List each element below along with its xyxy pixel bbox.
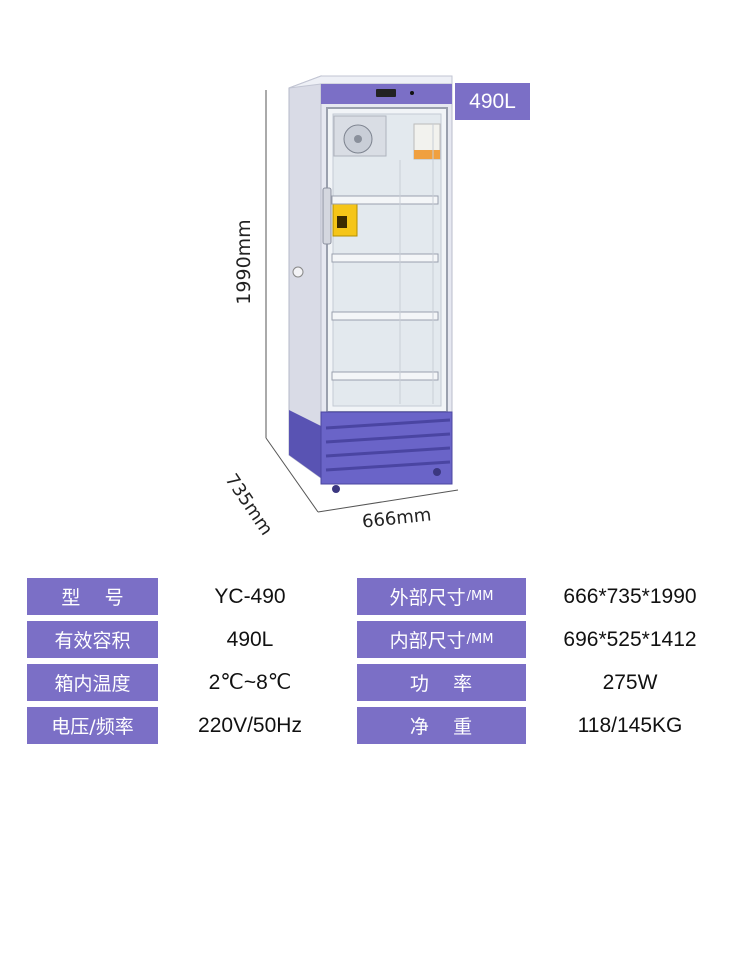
spec-label-power-text: 功 率 [409, 673, 473, 695]
spec-row-capacity: 有效容积 490L 内部尺寸/MM 696*525*1412 [0, 621, 750, 658]
spec-unit-outer-size: /MM [466, 589, 494, 604]
spec-value-weight: 118/145KG [577, 713, 683, 737]
spec-value-inner-size: 696*525*1412 [563, 627, 697, 651]
spec-label-power: 功 率 [357, 664, 526, 701]
depth-dimension-line [265, 437, 319, 513]
spec-row-temperature: 箱内温度 2℃~8℃ 功 率 275W [0, 664, 750, 701]
spec-label-weight: 净 重 [357, 707, 526, 744]
spec-value-temperature: 2℃~8℃ [208, 671, 292, 694]
refrigerator-image [265, 75, 459, 513]
spec-label-model: 型 号 [27, 578, 158, 615]
spec-label-outer-size: 外部尺寸/MM [357, 578, 526, 615]
spec-label-inner-size: 内部尺寸/MM [357, 621, 526, 658]
spec-value-model: YC-490 [214, 584, 286, 608]
spec-value-capacity: 490L [226, 627, 274, 651]
product-illustration: 1990mm 735mm 666mm 490L [221, 75, 530, 539]
spec-label-temperature: 箱内温度 [27, 664, 158, 701]
spec-label-capacity: 有效容积 [27, 621, 158, 658]
spec-label-outer-size-text: 外部尺寸 [389, 587, 466, 609]
height-dimension-text: 1990mm [233, 219, 255, 305]
spec-value-outer-size: 666*735*1990 [563, 584, 697, 608]
spec-value-voltage: 220V/50Hz [198, 713, 302, 737]
width-dimension-line [317, 489, 459, 513]
spec-label-inner-size-text: 内部尺寸 [389, 630, 466, 652]
spec-unit-inner-size: /MM [466, 632, 494, 647]
spec-row-voltage: 电压/频率 220V/50Hz 净 重 118/145KG [0, 707, 750, 744]
height-dimension-label: 1990mm [224, 212, 264, 312]
spec-value-power: 275W [602, 670, 658, 694]
spec-label-weight-text: 净 重 [409, 716, 473, 738]
spec-label-voltage: 电压/频率 [27, 707, 158, 744]
capacity-badge: 490L [455, 83, 530, 120]
spec-row-model: 型 号 YC-490 外部尺寸/MM 666*735*1990 [0, 578, 750, 615]
